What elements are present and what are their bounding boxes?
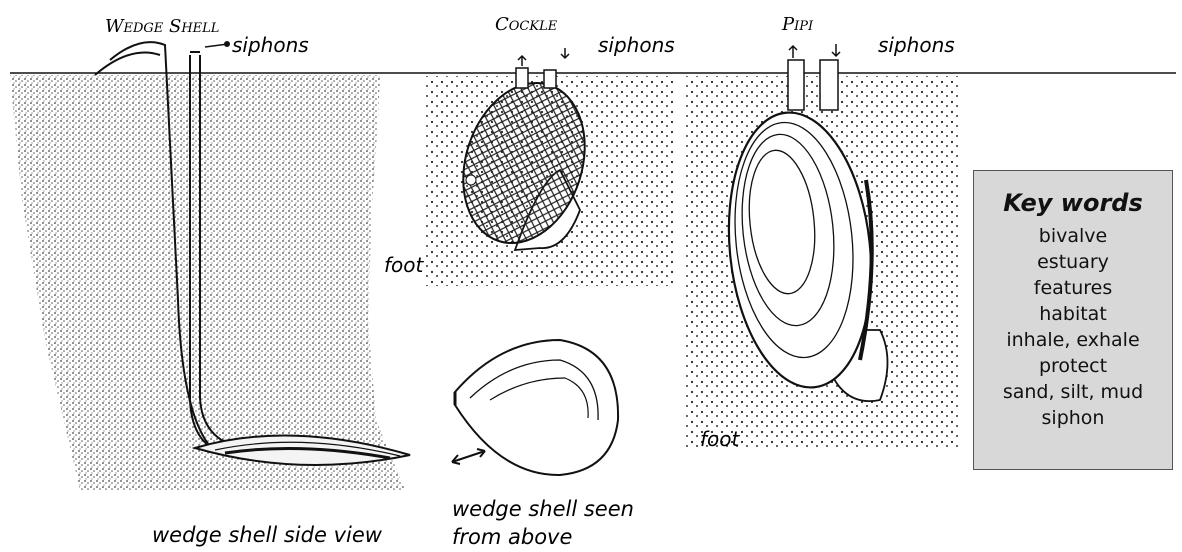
key-word: protect — [974, 353, 1172, 379]
key-word: features — [974, 275, 1172, 301]
cockle-title: Cockle — [495, 14, 558, 35]
key-word: habitat — [974, 301, 1172, 327]
key-word: siphon — [974, 405, 1172, 431]
key-word: inhale, exhale — [974, 327, 1172, 353]
key-word: sand, silt, mud — [974, 379, 1172, 405]
pipi-siphons-label: siphons — [878, 33, 955, 57]
key-words-list: bivalve estuary features habitat inhale,… — [974, 223, 1172, 431]
key-word: bivalve — [974, 223, 1172, 249]
key-words-box: Key words bivalve estuary features habit… — [973, 170, 1173, 470]
key-word: estuary — [974, 249, 1172, 275]
wedge-shell-top — [455, 340, 618, 475]
wedge-side-view-label: wedge shell side view — [152, 523, 383, 547]
pipi-foot-label: foot — [700, 427, 741, 451]
key-words-title: Key words — [974, 189, 1172, 217]
wedge-above-label-2: from above — [452, 525, 572, 549]
cockle-foot-label: foot — [384, 253, 425, 277]
wedge-above-label-1: wedge shell seen — [452, 497, 634, 521]
cockle-siphons-label: siphons — [598, 33, 675, 57]
wedge-siphons-label: siphons — [232, 33, 309, 57]
wedge-sediment — [10, 75, 405, 490]
pipi-title: Pipi — [781, 14, 814, 35]
wedge-shell-title: Wedge Shell — [105, 16, 219, 37]
